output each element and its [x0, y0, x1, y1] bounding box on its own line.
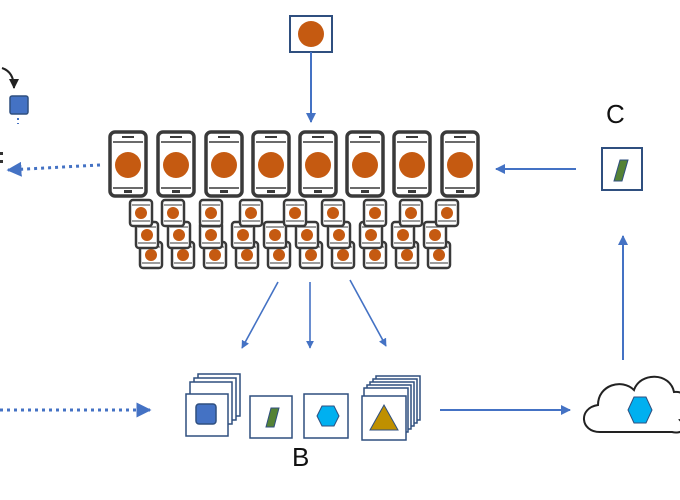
phone-rows-back [128, 198, 460, 270]
label-b: B [292, 442, 310, 472]
smartphone-icon [156, 130, 196, 198]
smartphone-icon [440, 130, 480, 198]
source-box [289, 15, 333, 53]
update-group-b [185, 373, 421, 441]
blue-square-icon [9, 95, 29, 115]
phone-row-front [108, 130, 480, 198]
smartphone-icon [204, 130, 244, 198]
update-stack-square [185, 373, 241, 437]
blue-square-icon [195, 403, 217, 425]
arrow-phones-to-updates-left [241, 281, 279, 349]
model-box-c [601, 147, 643, 191]
label-c: C [606, 99, 625, 129]
update-stack-hexagon [303, 393, 349, 439]
gold-triangle-icon [369, 403, 399, 431]
cloud-icon [583, 375, 680, 434]
update-stack-parallelogram [249, 395, 293, 439]
smartphone-icon [345, 130, 385, 198]
arrow-phones-to-updates-right [349, 279, 387, 347]
cyan-hexagon-icon [627, 396, 653, 424]
smartphone-icon [251, 130, 291, 198]
green-parallelogram-icon [265, 407, 280, 428]
update-stack-triangle [361, 375, 421, 441]
curved-arrow-icon [1, 67, 19, 89]
smartphone-icon [392, 130, 432, 198]
left-partial-node [0, 67, 29, 163]
smartphone-icon [108, 130, 148, 198]
cyan-hexagon-icon [316, 405, 340, 427]
smartphone-icon [298, 130, 338, 198]
green-parallelogram-icon [613, 159, 629, 182]
arrow-phones-to-left [6, 161, 101, 177]
phone-cluster [108, 130, 480, 270]
orange-circle-icon [298, 21, 324, 47]
